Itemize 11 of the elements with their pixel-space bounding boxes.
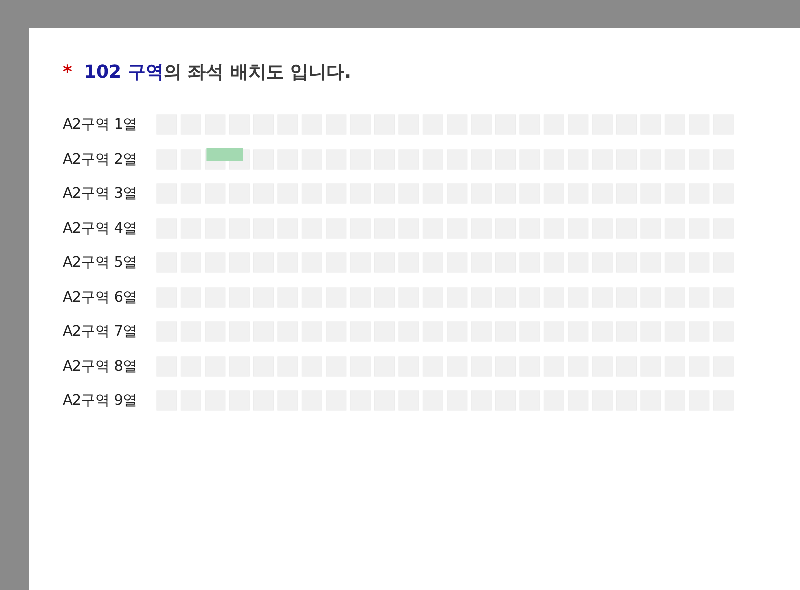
row-label: A2구역 7열 (63, 323, 138, 341)
row-label: A2구역 3열 (63, 185, 138, 203)
row-label: A2구역 4열 (63, 220, 138, 238)
row-label: A2구역 9열 (63, 392, 138, 410)
asterisk: * (63, 62, 72, 84)
row-label: A2구역 2열 (63, 150, 138, 168)
title: 102 구역의 좌석 배치도 입니다. (84, 62, 352, 84)
row-label: A2구역 8열 (63, 358, 138, 376)
row-label: A2구역 6열 (63, 288, 138, 306)
row-label: A2구역 5열 (63, 254, 138, 272)
row-label: A2구역 1열 (63, 116, 138, 134)
